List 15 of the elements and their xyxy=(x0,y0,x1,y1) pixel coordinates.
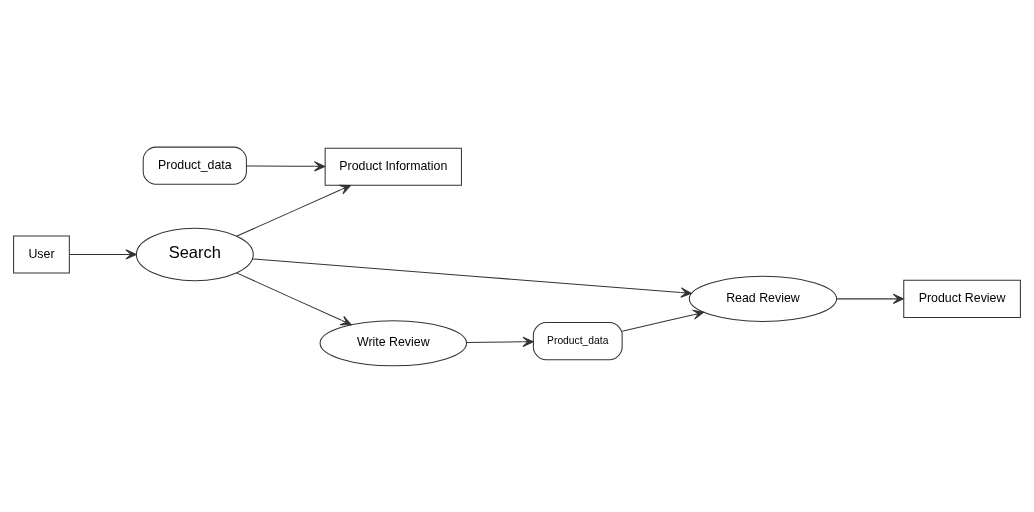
arrow xyxy=(621,309,705,332)
node-box: Product Information xyxy=(324,147,462,186)
arrow xyxy=(69,248,137,260)
node-ellipse: Write Review xyxy=(319,319,467,366)
node-box: User xyxy=(13,234,70,274)
node-box: Product_data xyxy=(142,146,247,185)
arrow xyxy=(236,271,352,325)
node-ellipse: Search xyxy=(135,227,254,281)
node-box: Product_data xyxy=(532,321,623,360)
arrow xyxy=(251,257,692,298)
arrow xyxy=(465,336,534,347)
arrow xyxy=(836,293,905,304)
arrow xyxy=(236,184,351,237)
node-box: Product Review xyxy=(903,279,1021,318)
arrow xyxy=(245,160,326,171)
